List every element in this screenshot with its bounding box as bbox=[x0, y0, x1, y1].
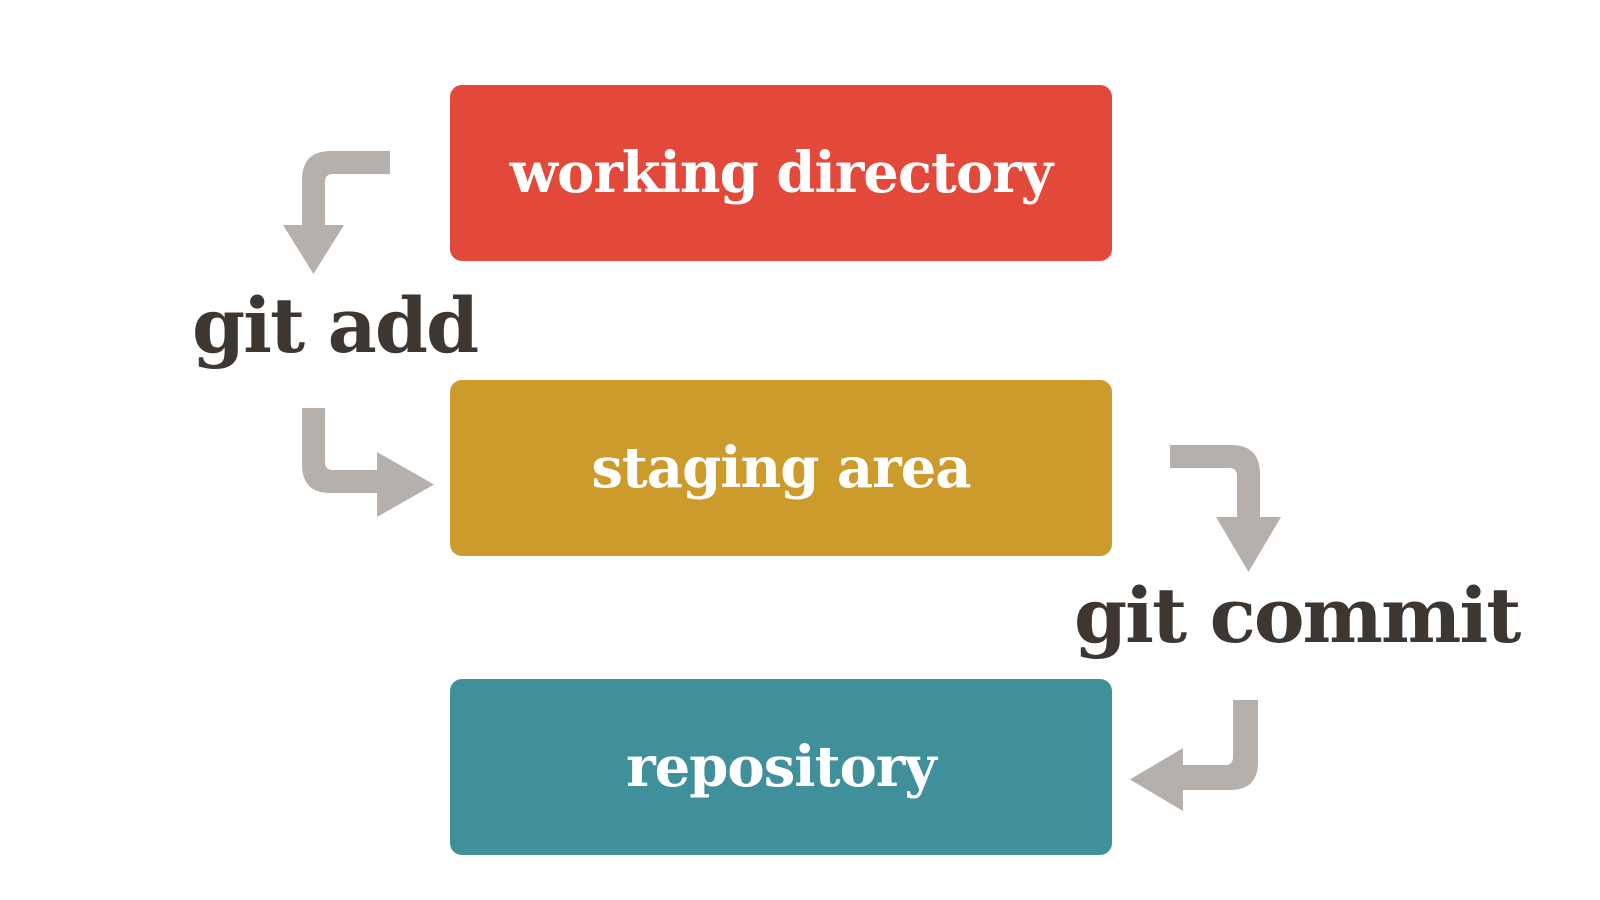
node-staging-area-label: staging area bbox=[591, 435, 971, 501]
label-git-add: git add bbox=[192, 281, 479, 370]
arrow-shape bbox=[302, 408, 434, 517]
node-staging-area: staging area bbox=[450, 380, 1112, 556]
arrow-working-directory-to-git-add-icon bbox=[283, 151, 390, 274]
arrow-shape bbox=[283, 151, 390, 274]
node-working-directory-label: working directory bbox=[509, 140, 1053, 206]
arrow-git-commit-to-repository-icon bbox=[1130, 700, 1258, 811]
node-repository: repository bbox=[450, 679, 1112, 855]
arrow-shape bbox=[1130, 700, 1258, 811]
arrow-shape bbox=[1170, 445, 1281, 572]
label-git-commit: git commit bbox=[1074, 571, 1521, 660]
arrow-git-add-to-staging-area-icon bbox=[302, 408, 434, 517]
arrow-staging-area-to-git-commit-icon bbox=[1170, 445, 1281, 572]
node-repository-label: repository bbox=[626, 734, 937, 800]
node-working-directory: working directory bbox=[450, 85, 1112, 261]
